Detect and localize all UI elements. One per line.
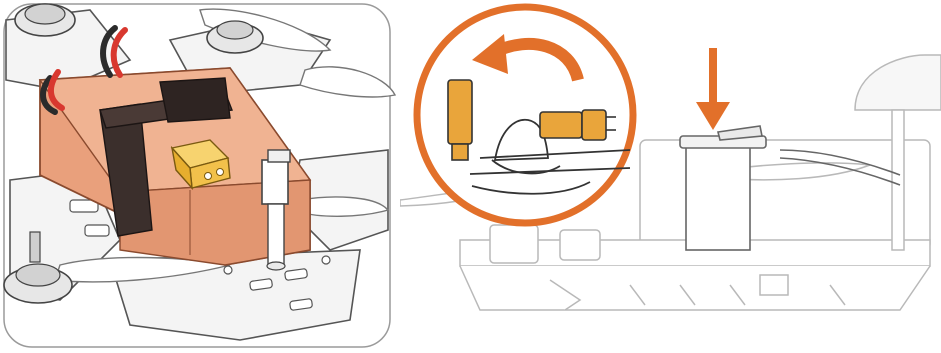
xt60-connector [170,139,231,191]
down-arrow-icon [696,48,730,130]
antenna-mount-shape [493,119,549,161]
antenna-post [261,149,291,271]
battery-strap [99,77,233,237]
connector-original-position [539,109,616,141]
connector-flipped-position [447,79,473,161]
frame-holes [69,199,331,311]
motor-top-left [14,3,76,37]
connector-detail-svg [400,3,941,311]
motor-bottom-left [3,231,73,304]
propeller-blades [54,8,397,283]
battery-mount-illustration [0,0,400,353]
connector-detail-illustration [400,0,941,353]
battery-cables [40,25,128,115]
zoom-circle [413,3,637,227]
curved-arrow-icon [472,34,584,82]
battery-strap-side [679,125,901,251]
motor-top-right [206,20,264,54]
battery-mount-svg [3,3,397,348]
